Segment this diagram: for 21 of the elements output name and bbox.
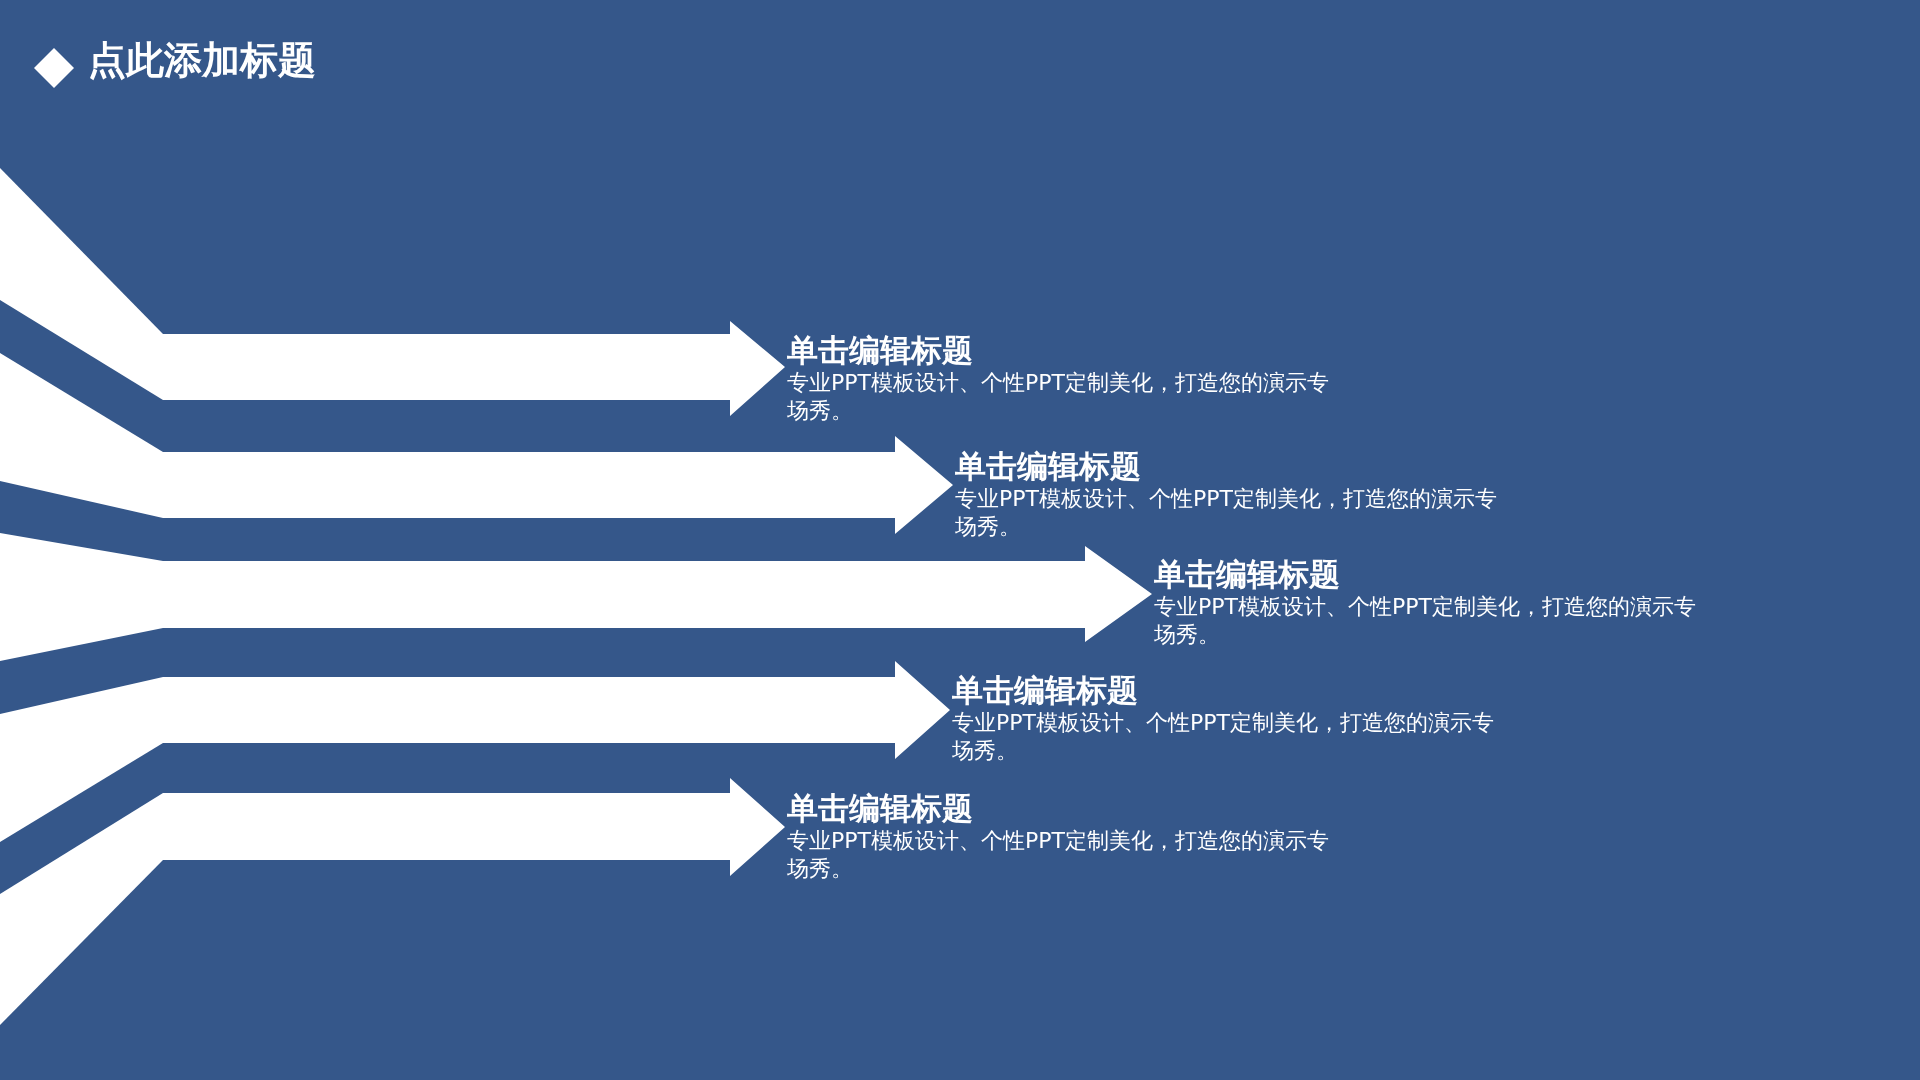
arrow (163, 321, 785, 416)
item-heading: 单击编辑标题 (952, 673, 1139, 709)
item-heading: 单击编辑标题 (787, 333, 974, 369)
item-description: 专业PPT模板设计、个性PPT定制美化，打造您的演示专场秀。 (787, 826, 1330, 884)
item-description: 专业PPT模板设计、个性PPT定制美化，打造您的演示专场秀。 (955, 484, 1498, 542)
item-description: 专业PPT模板设计、个性PPT定制美化，打造您的演示专场秀。 (787, 368, 1330, 426)
fan-band (0, 168, 163, 400)
item-heading: 单击编辑标题 (955, 449, 1142, 485)
item-heading: 单击编辑标题 (787, 791, 974, 827)
item-description: 专业PPT模板设计、个性PPT定制美化，打造您的演示专场秀。 (952, 708, 1495, 766)
arrow (163, 661, 950, 759)
arrow (163, 778, 785, 876)
item-description: 专业PPT模板设计、个性PPT定制美化，打造您的演示专场秀。 (1154, 592, 1697, 650)
arrow (163, 436, 953, 534)
slide-title: 点此添加标题 (88, 38, 316, 84)
item-heading: 单击编辑标题 (1154, 557, 1341, 593)
arrow (163, 546, 1152, 642)
fan-band (0, 353, 163, 518)
fan-band (0, 533, 163, 661)
fan-band (0, 677, 163, 842)
fan-band (0, 793, 163, 1025)
